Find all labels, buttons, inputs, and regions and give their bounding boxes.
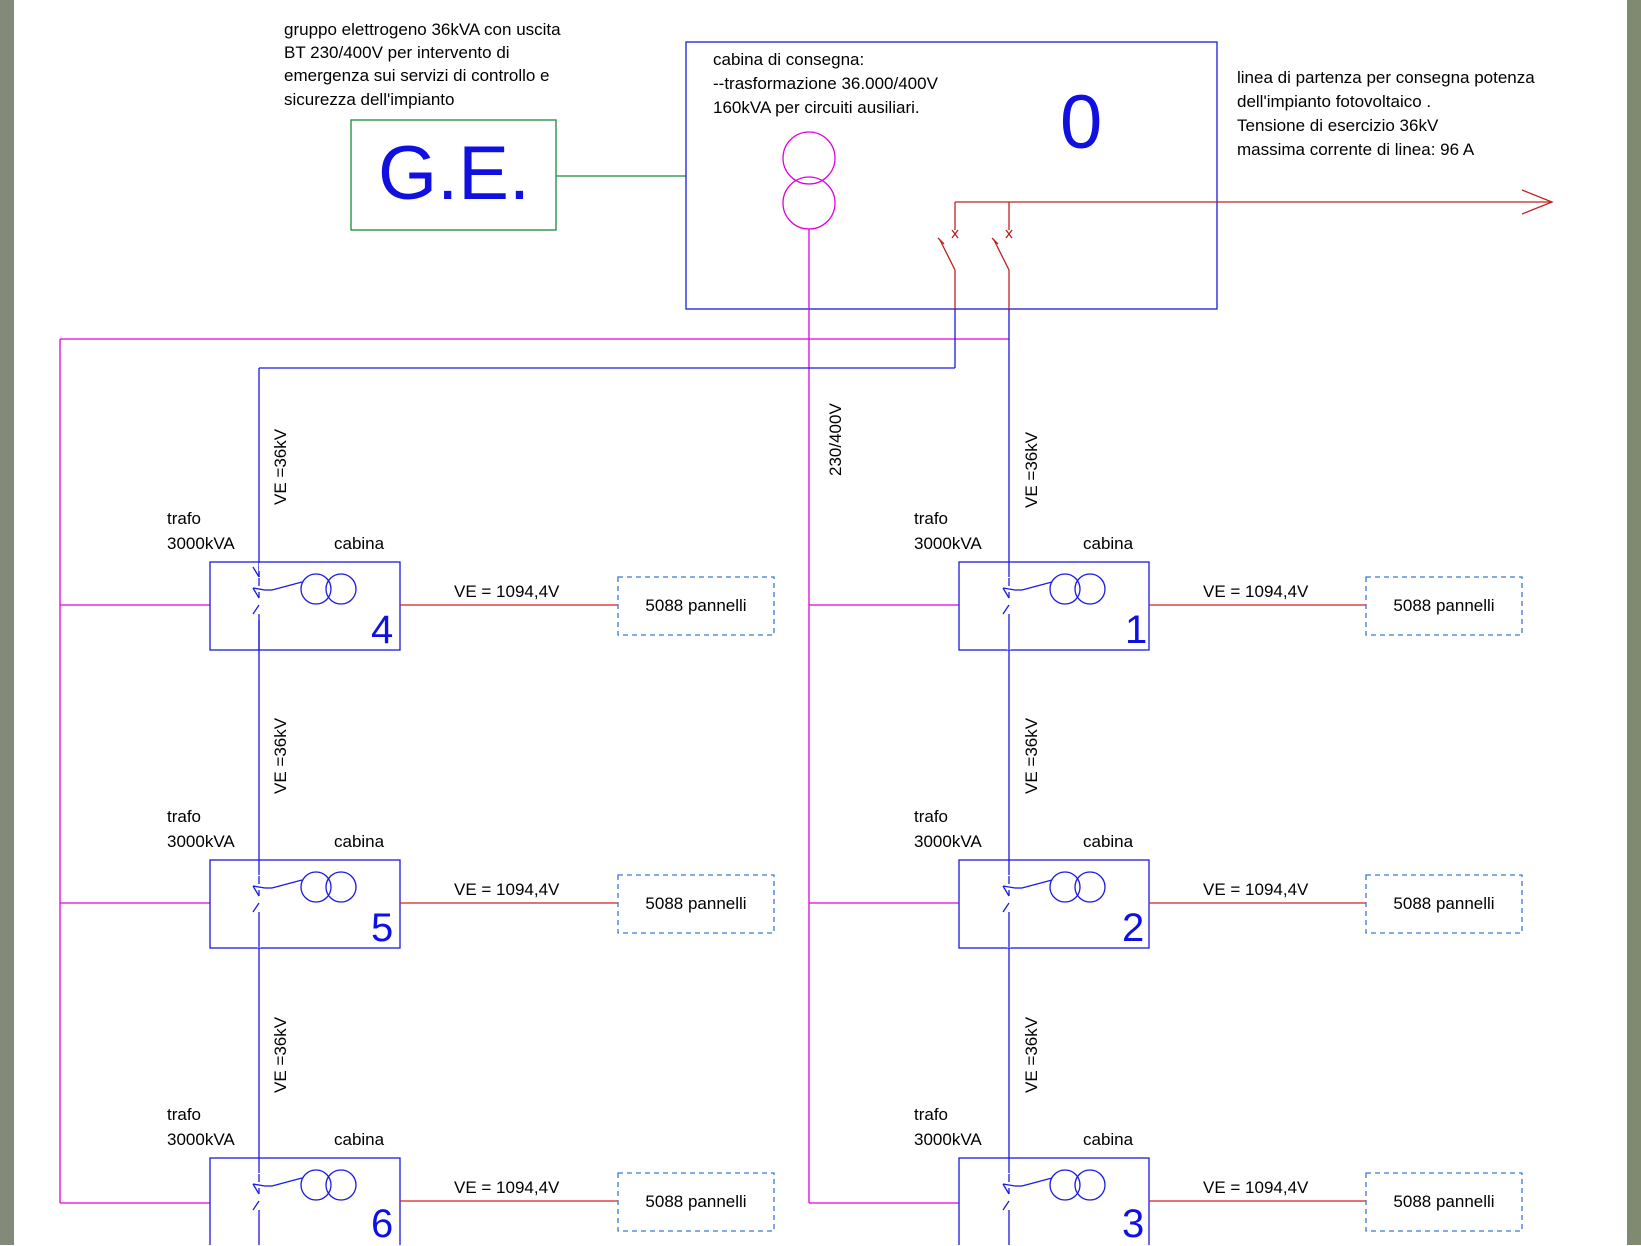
- cabin-3-transformer-winding-b: [1074, 1169, 1106, 1201]
- cabin-1-symbol: [958, 561, 1523, 651]
- cabin-4-number: 4: [371, 608, 394, 652]
- cabin-5-cabin-label: cabina: [334, 832, 385, 851]
- cabin-6-symbol: [209, 1157, 775, 1245]
- cabin-2-power-label: 3000kVA: [914, 832, 982, 851]
- cabin-6-trafo-label: trafo: [167, 1105, 202, 1124]
- cabin-1-trafo-label: trafo: [914, 509, 949, 528]
- cabin-2-cabin-label: cabina: [1083, 832, 1134, 851]
- cabin-2-panels-box: [1365, 874, 1523, 934]
- cabin-1-dc-voltage: VE = 1094,4V: [1203, 582, 1309, 601]
- main-breaker-right: [991, 229, 1013, 309]
- cabin-2-dc-voltage: VE = 1094,4V: [1203, 880, 1309, 899]
- mv-voltage-label-right-2: VE =36kV: [1022, 717, 1041, 794]
- cabin-2-box: [958, 859, 1150, 949]
- generator-caption-line-1: gruppo elettrogeno 36kVA con uscita: [284, 20, 561, 39]
- left-edge-strip: [0, 0, 14, 1245]
- delivery-cabin-caption-line-1: cabina di consegna:: [713, 50, 865, 69]
- cabin-5-dc-voltage: VE = 1094,4V: [454, 880, 560, 899]
- cabin-5-number: 5: [371, 906, 394, 950]
- generator-caption-line-4: sicurezza dell'impianto: [284, 90, 455, 109]
- cabin-6-transformer-winding-b: [325, 1169, 357, 1201]
- cabin-6-dc-voltage: VE = 1094,4V: [454, 1178, 560, 1197]
- cabin-5-trafo-label: trafo: [167, 807, 202, 826]
- main-breaker-left: [937, 229, 959, 309]
- cabin-5-transformer-winding-b: [325, 871, 357, 903]
- cabin-1-panels-label: 5088 pannelli: [1393, 596, 1495, 615]
- cabin-1-number: 1: [1125, 608, 1148, 652]
- right-edge-strip: [1627, 0, 1641, 1245]
- cabin-4-panels-box: [617, 576, 775, 636]
- cabin-2-trafo-label: trafo: [914, 807, 949, 826]
- outgoing-line-caption-line-4: massima corrente di linea: 96 A: [1237, 140, 1475, 159]
- cabin-3-number: 3: [1122, 1202, 1145, 1246]
- cabin-6-panels-label: 5088 pannelli: [645, 1192, 747, 1211]
- aux-voltage-label: 230/400V: [826, 403, 845, 476]
- cabin-6-cabin-label: cabina: [334, 1130, 385, 1149]
- cabin-4-trafo-label: trafo: [167, 509, 202, 528]
- cabin-3-box: [958, 1157, 1150, 1245]
- cabin-2-number: 2: [1122, 906, 1145, 950]
- outgoing-line-caption-line-3: Tensione di esercizio 36kV: [1237, 116, 1439, 135]
- cabin-5-box: [209, 859, 401, 949]
- cabin-4-transformer-winding-b: [325, 573, 357, 605]
- cabin-5-power-label: 3000kVA: [167, 832, 235, 851]
- mv-voltage-label-left-1: VE =36kV: [271, 428, 290, 505]
- cabin-6-box: [209, 1157, 401, 1245]
- delivery-cabin-box: [685, 41, 1218, 310]
- cabin-5-symbol: [209, 859, 775, 949]
- cabin-4-cabin-label: cabina: [334, 534, 385, 553]
- cabin-3-trafo-label: trafo: [914, 1105, 949, 1124]
- cabin-4-box: [209, 561, 401, 651]
- cabin-1-power-label: 3000kVA: [914, 534, 982, 553]
- cabin-1-cabin-label: cabina: [1083, 534, 1134, 553]
- aux-transformer-upper-winding: [782, 131, 836, 185]
- cabin-4-dc-voltage: VE = 1094,4V: [454, 582, 560, 601]
- outgoing-arrow: [1521, 189, 1554, 215]
- cabin-3-symbol: [958, 1157, 1523, 1245]
- cabin-2-symbol: [958, 859, 1523, 949]
- cabin-4-power-label: 3000kVA: [167, 534, 235, 553]
- cabin-5-transformer-winding-a: [300, 871, 332, 903]
- cabin-5-panels-box: [617, 874, 775, 934]
- cabin-5-panels-label: 5088 pannelli: [645, 894, 747, 913]
- cabin-1-transformer-winding-b: [1074, 573, 1106, 605]
- cabin-4-symbol: [209, 561, 775, 651]
- cabin-1-panels-box: [1365, 576, 1523, 636]
- generator-caption-line-3: emergenza sui servizi di controllo e: [284, 66, 550, 85]
- cabin-6-number: 6: [371, 1202, 394, 1246]
- mv-voltage-label-right-1: VE =36kV: [1022, 431, 1041, 508]
- cabin-2-transformer-winding-b: [1074, 871, 1106, 903]
- aux-transformer-lower-winding: [782, 176, 836, 230]
- generator-caption-line-2: BT 230/400V per intervento di: [284, 43, 510, 62]
- cabin-3-power-label: 3000kVA: [914, 1130, 982, 1149]
- cabin-3-panels-box: [1365, 1172, 1523, 1232]
- mv-voltage-label-right-3: VE =36kV: [1022, 1016, 1041, 1093]
- cabin-3-panels-label: 5088 pannelli: [1393, 1192, 1495, 1211]
- cabin-3-transformer-winding-a: [1049, 1169, 1081, 1201]
- delivery-cabin-number: 0: [1060, 80, 1103, 165]
- delivery-cabin-caption-line-3: 160kVA per circuiti ausiliari.: [713, 98, 920, 117]
- cabin-4-panels-label: 5088 pannelli: [645, 596, 747, 615]
- mv-voltage-label-left-3: VE =36kV: [271, 1016, 290, 1093]
- cabin-2-transformer-winding-a: [1049, 871, 1081, 903]
- cabin-6-panels-box: [617, 1172, 775, 1232]
- cabin-3-cabin-label: cabina: [1083, 1130, 1134, 1149]
- cabin-4-transformer-winding-a: [300, 573, 332, 605]
- cabin-6-power-label: 3000kVA: [167, 1130, 235, 1149]
- cabin-1-transformer-winding-a: [1049, 573, 1081, 605]
- delivery-cabin-caption-line-2: --trasformazione 36.000/400V: [713, 74, 938, 93]
- outgoing-line-caption-line-1: linea di partenza per consegna potenza: [1237, 68, 1535, 87]
- cabin-2-panels-label: 5088 pannelli: [1393, 894, 1495, 913]
- cabin-6-transformer-winding-a: [300, 1169, 332, 1201]
- cabin-1-box: [958, 561, 1150, 651]
- generator-label: G.E.: [378, 131, 531, 216]
- outgoing-line-caption-line-2: dell'impianto fotovoltaico .: [1237, 92, 1432, 111]
- mv-voltage-label-left-2: VE =36kV: [271, 717, 290, 794]
- generator-box: [350, 119, 557, 231]
- cabin-3-dc-voltage: VE = 1094,4V: [1203, 1178, 1309, 1197]
